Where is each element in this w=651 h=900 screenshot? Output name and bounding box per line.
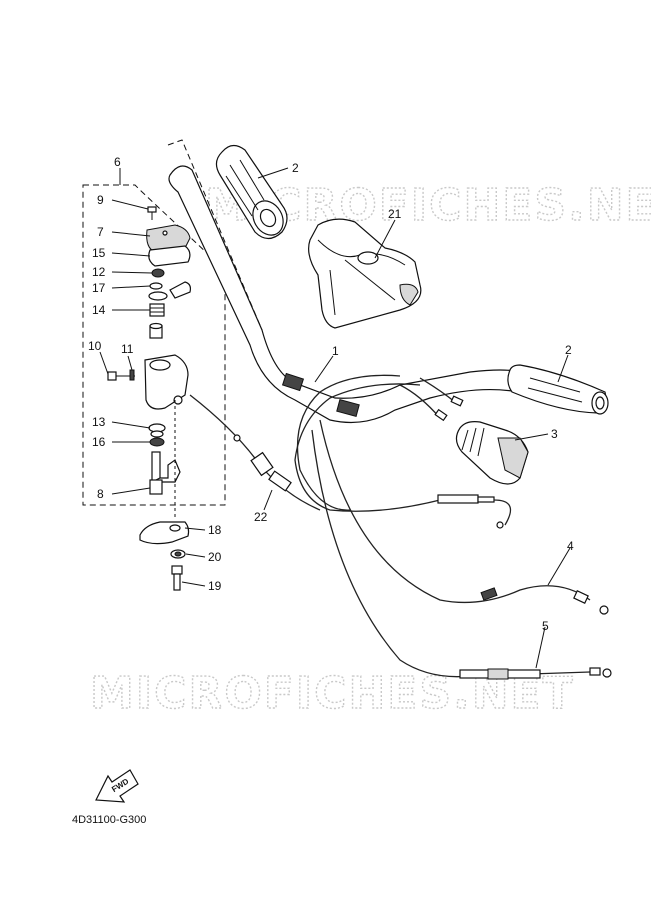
- part-screw-9: [147, 206, 157, 220]
- cable-22-adjuster: [233, 434, 292, 492]
- diagram-code: 4D31100-G300: [72, 814, 146, 826]
- part-spring-14: [149, 303, 165, 317]
- part-washer-11: [129, 369, 135, 381]
- part-housing-15: [148, 245, 191, 267]
- cable-5-end: [459, 667, 612, 680]
- callout-4: 4: [567, 539, 574, 553]
- part-washer-16: [149, 437, 165, 447]
- callout-7: 7: [97, 225, 104, 239]
- handlebar-knurl-right: [336, 399, 360, 417]
- callout-12: 12: [92, 265, 106, 279]
- callout-20: 20: [208, 550, 222, 564]
- part-washer-20: [170, 549, 186, 559]
- leader-lines: [99, 167, 571, 669]
- callout-13: 13: [92, 415, 106, 429]
- grip-left: [215, 144, 288, 240]
- handlebar-cover: [308, 218, 422, 329]
- part-washer-17: [148, 281, 192, 301]
- cable-connector-mid: [437, 494, 512, 529]
- callout-2-top: 2: [292, 161, 299, 175]
- cable-loop-main: [294, 383, 441, 512]
- callout-16: 16: [92, 435, 106, 449]
- callout-5: 5: [542, 619, 549, 633]
- callout-19: 19: [208, 579, 222, 593]
- callout-15: 15: [92, 246, 106, 260]
- part-clamp-18: [139, 400, 190, 545]
- cable-end-a: [434, 408, 448, 422]
- fwd-arrow-icon: FWD: [95, 769, 139, 803]
- callout-21: 21: [388, 207, 402, 221]
- callout-9: 9: [97, 193, 104, 207]
- handlebar-dashed-guide: [167, 139, 263, 331]
- cable-5: [311, 429, 591, 678]
- lever-boot: [455, 421, 529, 485]
- part-washer-13: [148, 423, 166, 438]
- part-nut-12: [151, 268, 165, 278]
- callout-6: 6: [114, 155, 121, 169]
- part-switch-housing: [144, 354, 189, 410]
- part-shaft-8: [149, 451, 181, 495]
- callout-1: 1: [332, 344, 339, 358]
- cable-22: [189, 394, 321, 511]
- cable-4-end: [480, 587, 609, 615]
- callout-14: 14: [92, 303, 106, 317]
- grip-right: [507, 364, 609, 415]
- handlebar-knurl-left: [281, 372, 305, 392]
- callout-18: 18: [208, 523, 222, 537]
- cable-loop-inner: [296, 374, 401, 511]
- callout-11: 11: [121, 342, 134, 356]
- part-bolt-19: [171, 565, 183, 591]
- callout-17: 17: [92, 281, 106, 295]
- part-cover-7: [146, 224, 191, 253]
- callout-2-right: 2: [565, 343, 572, 357]
- callout-8: 8: [97, 487, 104, 501]
- callout-10: 10: [88, 339, 102, 353]
- part-bushing: [149, 322, 163, 339]
- cable-4: [319, 419, 591, 604]
- cable-end-b: [450, 395, 464, 407]
- callout-22: 22: [254, 510, 268, 524]
- callout-3: 3: [551, 427, 558, 441]
